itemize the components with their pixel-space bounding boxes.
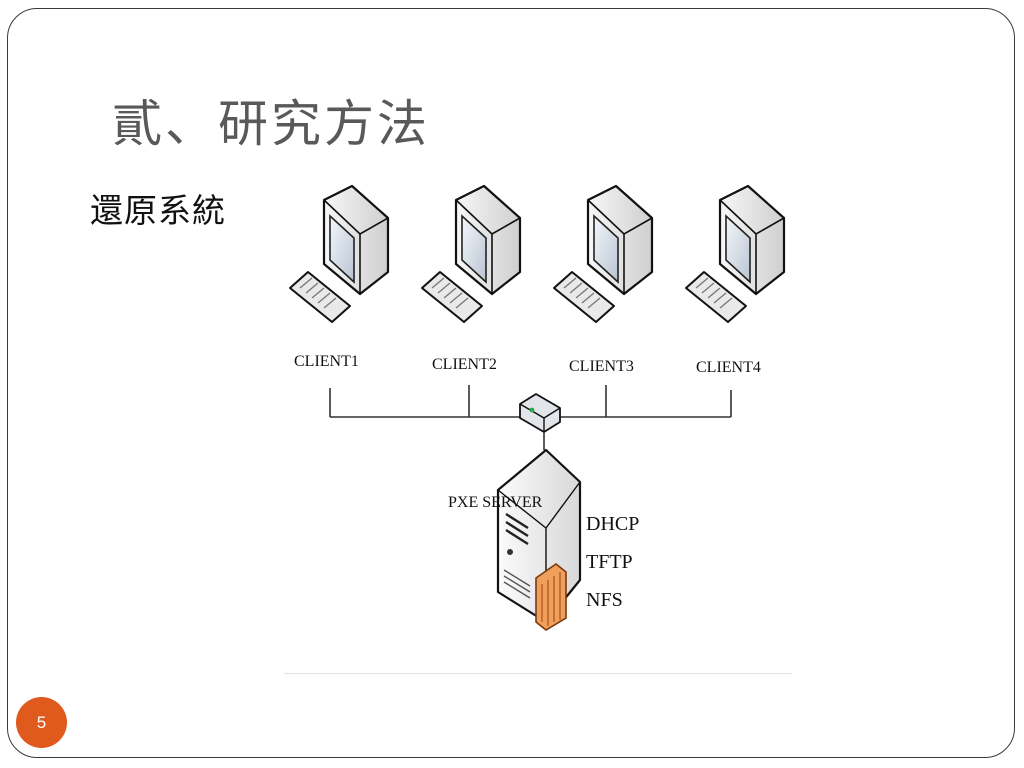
- server-label: PXE SERVER: [448, 494, 543, 511]
- service-label-nfs: NFS: [586, 589, 623, 611]
- service-label-tftp: TFTP: [586, 551, 633, 573]
- switch-icon: [519, 393, 561, 433]
- network-diagram: CLIENT1 CLIENT2 CLIENT3 CLIENT4 PXE SERV…: [284, 160, 792, 674]
- client-label-3: CLIENT3: [569, 358, 634, 375]
- slide-subtitle: 還原系統: [90, 191, 226, 230]
- client-label-2: CLIENT2: [432, 356, 497, 373]
- client-label-1: CLIENT1: [294, 353, 359, 370]
- page-number-badge: 5: [16, 697, 67, 748]
- slide-frame: [7, 8, 1015, 758]
- service-label-dhcp: DHCP: [586, 513, 640, 535]
- computer-icon-client2: [420, 184, 522, 324]
- network-diagram-svg: [288, 184, 786, 631]
- computer-icon-client4: [684, 184, 786, 324]
- computer-icon-client1: [288, 184, 390, 324]
- slide-title: 貳、研究方法: [112, 95, 430, 153]
- diagram-bottom-edge: [284, 673, 792, 674]
- client-label-4: CLIENT4: [696, 359, 761, 376]
- computer-icon-client3: [552, 184, 654, 324]
- server-icon: [496, 448, 582, 631]
